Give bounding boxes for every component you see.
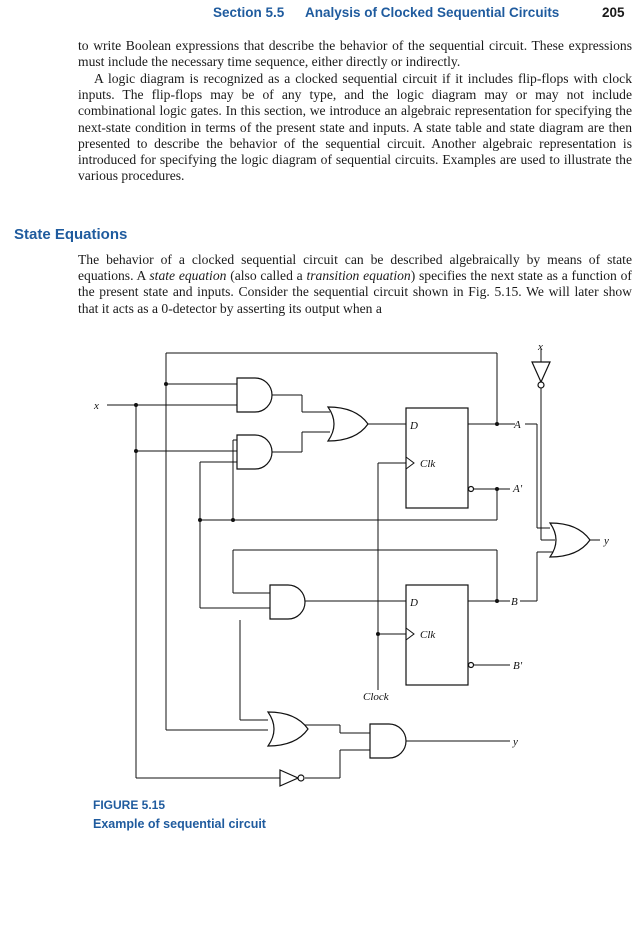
label-b-prime: B'	[513, 660, 523, 672]
and-gate-bottom	[369, 723, 407, 759]
paragraph-state-equations: The behavior of a clocked sequential cir…	[78, 252, 632, 317]
wires	[107, 348, 600, 779]
label-x-left: x	[93, 400, 99, 412]
and-gate-2	[236, 434, 273, 470]
header-section-number: Section 5.5	[213, 5, 285, 20]
label-d1: D	[409, 420, 418, 432]
label-b: B	[511, 596, 518, 608]
header-section-title: Analysis of Clocked Sequential Circuits	[305, 5, 560, 20]
p3-text-c: ) specifies the next state as a function…	[78, 268, 632, 316]
running-header: Section 5.5 Analysis of Clocked Sequenti…	[0, 2, 641, 24]
or-gate-bottom	[266, 711, 309, 747]
paragraph-intro: to write Boolean expressions that descri…	[78, 38, 632, 70]
or-gate-next-a	[326, 406, 369, 442]
sequential-circuit-diagram: x x D Clk A A' D Clk B B' Clock y y	[93, 341, 609, 787]
section-heading: State Equations	[14, 226, 128, 243]
label-y-bottom: y	[512, 736, 518, 748]
figure-caption-label: FIGURE 5.15	[93, 798, 166, 812]
or-gate-output-y	[548, 522, 591, 558]
page-number: 205	[602, 5, 625, 20]
label-clk1: Clk	[420, 458, 436, 470]
flip-flop-b	[405, 584, 475, 686]
and-gate-1	[236, 377, 273, 413]
label-x-top: x	[537, 341, 543, 353]
p3-text-a: The behavior of a clocked sequential cir…	[78, 252, 632, 284]
label-d2: D	[409, 597, 418, 609]
p3-text-b: (also called a	[226, 268, 307, 284]
inverter-x-bottom	[279, 769, 305, 787]
figure-caption-text: Example of sequential circuit	[93, 817, 266, 831]
label-a: A	[513, 419, 521, 431]
junctions	[134, 382, 499, 636]
paragraph-logic-diagram: A logic diagram is recognized as a clock…	[78, 71, 632, 184]
flip-flop-a	[405, 407, 475, 509]
label-a-prime: A'	[512, 483, 523, 495]
label-clock: Clock	[363, 691, 390, 703]
label-y-right: y	[603, 535, 609, 547]
figure-circuit: x x D Clk A A' D Clk B B' Clock y y	[0, 330, 641, 805]
and-gate-3	[269, 584, 306, 620]
inverter-x-top	[531, 361, 551, 389]
label-clk2: Clk	[420, 629, 436, 641]
term-transition-equation: transition equation	[306, 268, 411, 284]
term-state-equation: state equation	[149, 268, 227, 284]
